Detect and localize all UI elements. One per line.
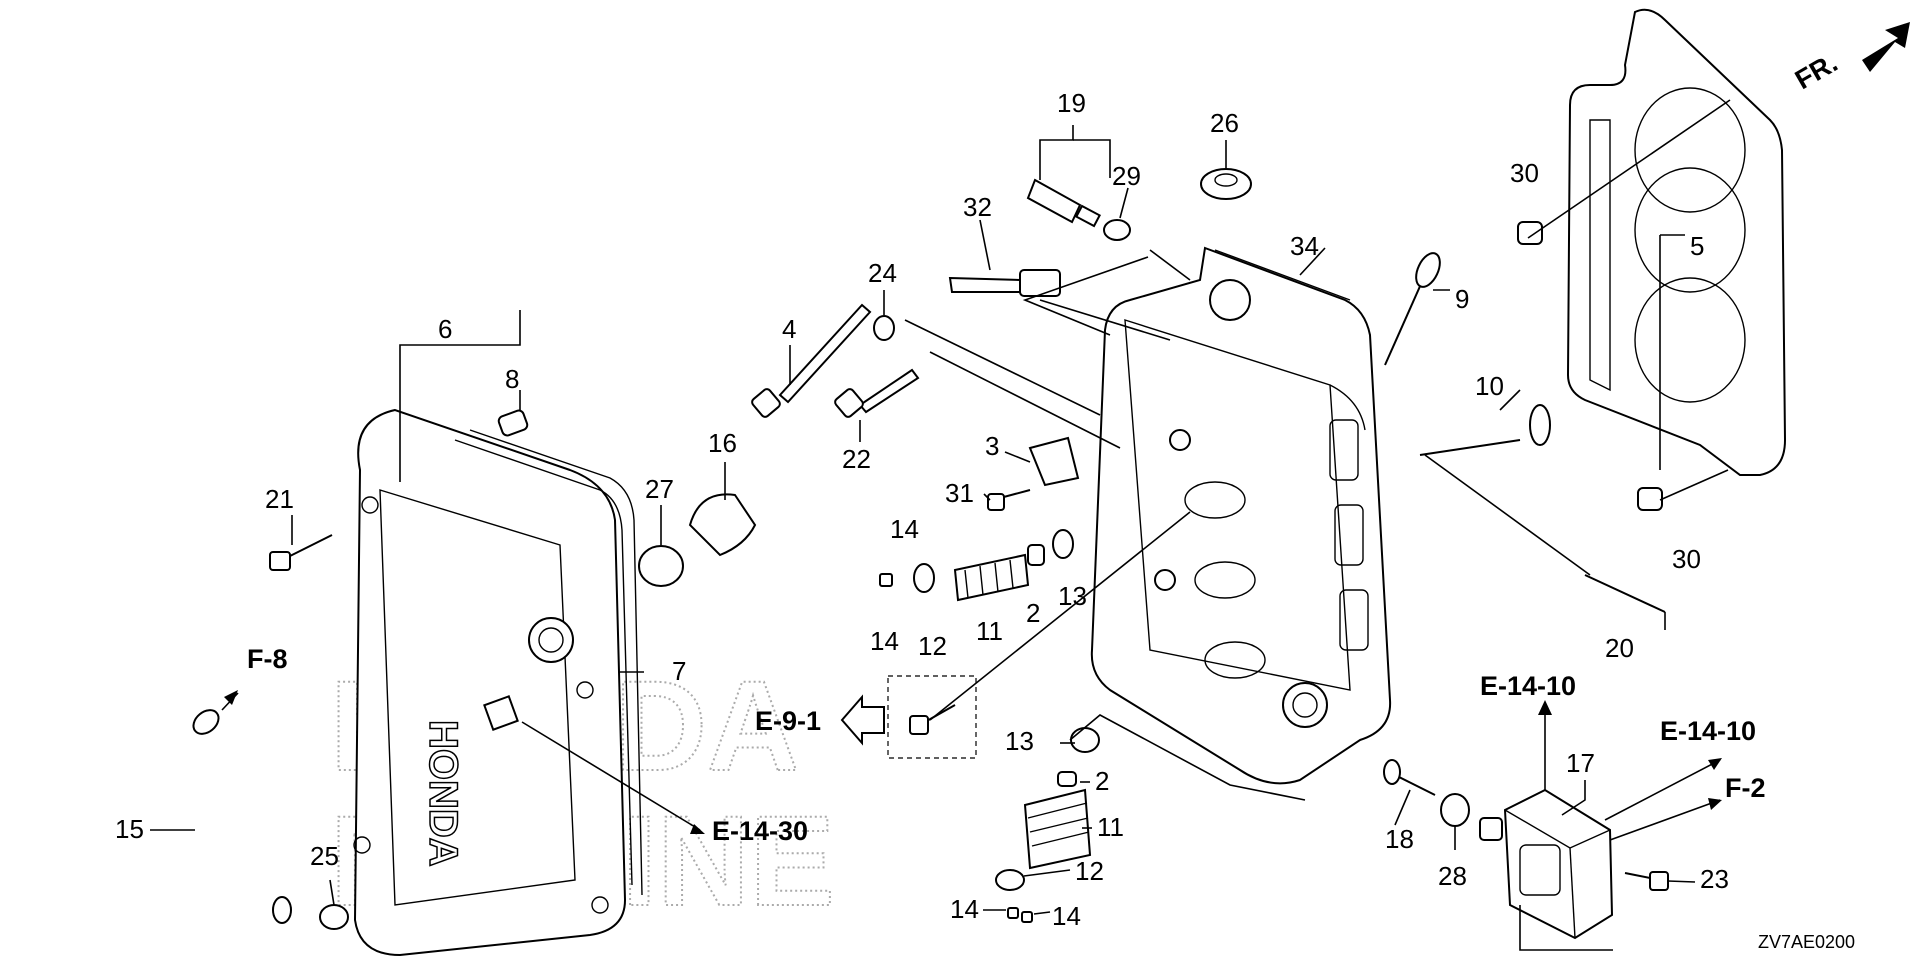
breather-hose bbox=[164, 709, 292, 924]
callout-numbers: 19 29 26 32 24 4 22 34 9 30 5 10 30 20 6… bbox=[115, 88, 1729, 931]
ref-e1410-upper: E-14-10 bbox=[1480, 671, 1576, 701]
callout-18: 18 bbox=[1385, 824, 1414, 854]
callout-30-bottom: 30 bbox=[1672, 544, 1701, 574]
leader-lines bbox=[150, 99, 1731, 951]
reference-labels: F-8 E-9-1 E-14-30 E-14-10 E-14-10 F-2 bbox=[247, 644, 1766, 846]
reference-arrows bbox=[224, 690, 1722, 834]
front-marker: FR. bbox=[1790, 22, 1910, 95]
callout-14-left: 14 bbox=[870, 626, 899, 656]
callout-13-lower: 13 bbox=[1005, 726, 1034, 756]
callout-2-lower: 2 bbox=[1095, 766, 1109, 796]
callout-24: 24 bbox=[868, 258, 897, 288]
ref-e91: E-9-1 bbox=[755, 706, 821, 736]
callout-12-upper: 12 bbox=[918, 631, 947, 661]
callout-22: 22 bbox=[842, 444, 871, 474]
callout-17: 17 bbox=[1566, 748, 1595, 778]
callout-15: 15 bbox=[115, 814, 144, 844]
callout-11-lower: 11 bbox=[1097, 812, 1124, 842]
ref-e1410-right: E-14-10 bbox=[1660, 716, 1756, 746]
callout-11-upper: 11 bbox=[976, 616, 1003, 646]
callout-31: 31 bbox=[945, 478, 974, 508]
callout-29: 29 bbox=[1112, 161, 1141, 191]
callout-25: 25 bbox=[310, 841, 339, 871]
callout-16: 16 bbox=[708, 428, 737, 458]
callout-28: 28 bbox=[1438, 861, 1467, 891]
callout-5: 5 bbox=[1690, 231, 1704, 261]
callout-19: 19 bbox=[1057, 88, 1086, 118]
callout-8: 8 bbox=[505, 364, 519, 394]
callout-26: 26 bbox=[1210, 108, 1239, 138]
drawing-code: ZV7AE0200 bbox=[1758, 932, 1855, 952]
callout-21: 21 bbox=[265, 484, 294, 514]
callout-13-upper: 13 bbox=[1058, 581, 1087, 611]
callout-27: 27 bbox=[645, 474, 674, 504]
callout-34: 34 bbox=[1290, 231, 1319, 261]
callout-32: 32 bbox=[963, 192, 992, 222]
ref-f2: F-2 bbox=[1725, 773, 1766, 803]
callout-12-lower: 12 bbox=[1075, 856, 1104, 886]
ref-e1430: E-14-30 bbox=[712, 816, 808, 846]
cover-logo: HONDA bbox=[421, 720, 465, 867]
front-marker-label: FR. bbox=[1790, 47, 1843, 95]
callout-20: 20 bbox=[1605, 633, 1634, 663]
callout-30-top: 30 bbox=[1510, 158, 1539, 188]
callout-3: 3 bbox=[985, 431, 999, 461]
cylinder-head bbox=[1090, 246, 1392, 785]
callout-2-upper: 2 bbox=[1026, 598, 1040, 628]
callout-14-lower-left: 14 bbox=[950, 894, 979, 924]
ref-f8: F-8 bbox=[247, 644, 288, 674]
callout-14-upper: 14 bbox=[890, 514, 919, 544]
callout-9: 9 bbox=[1455, 284, 1469, 314]
e91-indicator bbox=[840, 675, 977, 759]
cylinder-head-cover: HONDA bbox=[353, 408, 643, 957]
callout-7: 7 bbox=[672, 656, 686, 686]
small-parts bbox=[269, 168, 1669, 930]
callout-23: 23 bbox=[1700, 864, 1729, 894]
callout-6: 6 bbox=[438, 314, 452, 344]
callout-10: 10 bbox=[1475, 371, 1504, 401]
callout-4: 4 bbox=[782, 314, 796, 344]
head-gasket bbox=[1566, 8, 1787, 476]
fuel-pump bbox=[1479, 788, 1614, 940]
callout-14-lower-right: 14 bbox=[1052, 901, 1081, 931]
